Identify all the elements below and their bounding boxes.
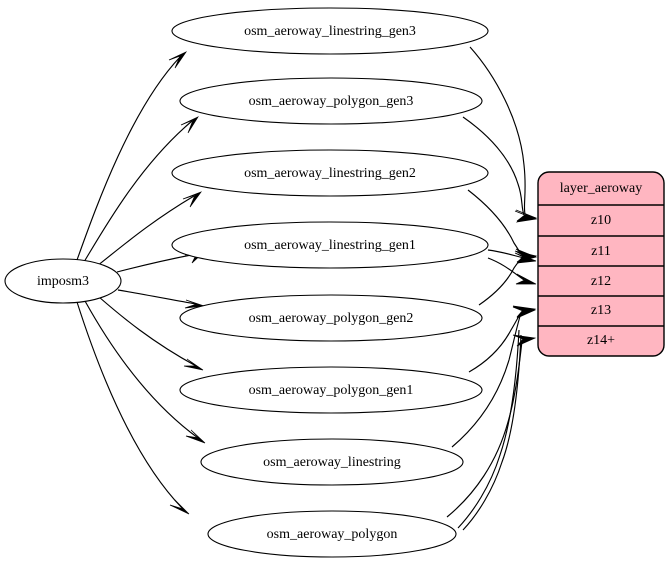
edge-osm_aeroway_linestring_gen1-to-z12-alt [487, 257, 537, 285]
edges-to-layer-aeroway [446, 46, 538, 531]
edge-osm_aeroway_polygon_gen3-to-z10 [462, 116, 538, 223]
node-imposm3[interactable]: imposm3 [4, 258, 122, 304]
node-osm_aeroway_polygon_gen1-label: osm_aeroway_polygon_gen1 [249, 383, 414, 398]
layer_aeroway-row-z14plus[interactable]: z14+ [587, 333, 615, 348]
node-osm_aeroway_polygon[interactable]: osm_aeroway_polygon [207, 510, 457, 558]
layer_aeroway-row-z11[interactable]: z11 [591, 244, 611, 259]
edge-bundle-strand-a [457, 329, 520, 529]
edge-imposm3-to-osm_aeroway_linestring_gen3 [76, 51, 188, 261]
edge-bundle-strand-b [462, 334, 522, 531]
node-osm_aeroway_polygon_gen2-label: osm_aeroway_polygon_gen2 [249, 311, 414, 326]
node-osm_aeroway_polygon-ellipse[interactable] [207, 510, 457, 558]
node-osm_aeroway_polygon-label: osm_aeroway_polygon [267, 527, 398, 542]
edge-imposm3-to-osm_aeroway_polygon_gen3 [83, 116, 199, 263]
edge-imposm3-to-osm_aeroway_linestring_gen2 [96, 191, 202, 267]
node-osm_aeroway_linestring-label: osm_aeroway_linestring [263, 455, 401, 470]
layer_aeroway-row-z12[interactable]: z12 [591, 274, 611, 289]
node-osm_aeroway_linestring_gen2-label: osm_aeroway_linestring_gen2 [244, 166, 416, 181]
layer_aeroway-row-z10-label: z10 [591, 213, 611, 228]
node-osm_aeroway_polygon_gen2-ellipse[interactable] [179, 294, 483, 342]
edge-imposm3-to-osm_aeroway_polygon_gen1 [98, 296, 204, 371]
node-osm_aeroway_linestring_gen3[interactable]: osm_aeroway_linestring_gen3 [171, 7, 489, 55]
node-imposm3-label: imposm3 [37, 274, 89, 289]
node-osm_aeroway_linestring_gen1-ellipse[interactable] [171, 221, 489, 269]
edge-imposm3-to-osm_aeroway_polygon_gen2 [117, 289, 205, 309]
node-imposm3-ellipse[interactable] [4, 258, 122, 304]
node-osm_aeroway_polygon_gen3[interactable]: osm_aeroway_polygon_gen3 [179, 77, 483, 125]
layer_aeroway-header-cell[interactable]: layer_aeroway [560, 181, 642, 196]
node-osm_aeroway_polygon_gen2[interactable]: osm_aeroway_polygon_gen2 [179, 294, 483, 342]
node-osm_aeroway_linestring_gen3-ellipse[interactable] [171, 7, 489, 55]
layer_aeroway-row-z12-label: z12 [591, 274, 611, 289]
edge-osm_aeroway_linestring_gen1-to-z12 [487, 249, 537, 264]
layer_aeroway-row-z13[interactable]: z13 [591, 303, 611, 318]
layer_aeroway-row-z14plus-label: z14+ [587, 333, 615, 348]
layer_aeroway-row-z10[interactable]: z10 [591, 213, 611, 228]
node-osm_aeroway_polygon_gen3-ellipse[interactable] [179, 77, 483, 125]
node-osm_aeroway_linestring_gen1-label: osm_aeroway_linestring_gen1 [244, 238, 416, 253]
layer_aeroway-header-label: layer_aeroway [560, 181, 642, 196]
node-osm_aeroway_polygon_gen1-ellipse[interactable] [179, 366, 483, 414]
node-osm_aeroway_linestring_gen2[interactable]: osm_aeroway_linestring_gen2 [171, 149, 489, 197]
node-osm_aeroway_linestring[interactable]: osm_aeroway_linestring [200, 438, 464, 486]
edge-osm_aeroway_linestring-to-z13 [451, 306, 537, 448]
layer_aeroway-row-z13-label: z13 [591, 303, 611, 318]
node-osm_aeroway_polygon_gen3-label: osm_aeroway_polygon_gen3 [249, 94, 414, 109]
node-layer_aeroway[interactable]: layer_aeroway z10 z11 z12 z13 [537, 171, 665, 357]
node-osm_aeroway_linestring_gen2-ellipse[interactable] [171, 149, 489, 197]
layer_aeroway-row-z11-label: z11 [591, 244, 611, 259]
node-osm_aeroway_linestring_gen3-label: osm_aeroway_linestring_gen3 [244, 24, 416, 39]
edge-imposm3-to-osm_aeroway_polygon [76, 301, 190, 515]
layer_aeroway-outer-shell [537, 171, 665, 357]
edge-imposm3-to-osm_aeroway_linestring [84, 300, 206, 444]
node-osm_aeroway_linestring_gen1[interactable]: osm_aeroway_linestring_gen1 [171, 221, 489, 269]
node-osm_aeroway_linestring-ellipse[interactable] [200, 438, 464, 486]
edge-osm_aeroway_linestring_gen3-to-z10 [469, 46, 538, 222]
edges-from-imposm3 [76, 51, 206, 515]
node-osm_aeroway_polygon_gen1[interactable]: osm_aeroway_polygon_gen1 [179, 366, 483, 414]
